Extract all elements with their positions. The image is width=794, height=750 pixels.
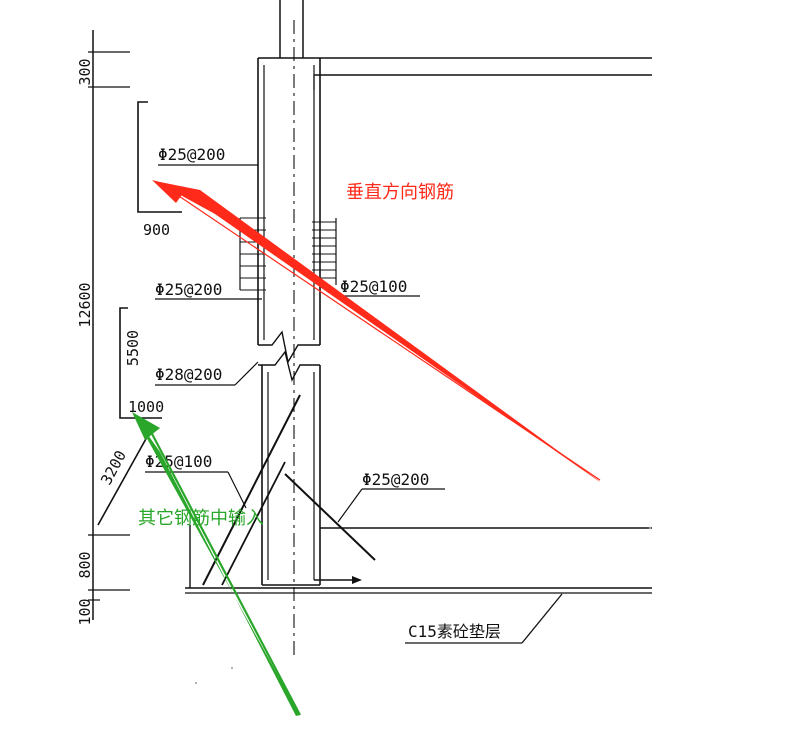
bar-length-900: 900 — [143, 221, 170, 239]
dim-100: 100 — [76, 598, 94, 625]
rebar-label-bottom-right: Φ25@200 — [362, 470, 429, 489]
rebar-leaders — [145, 164, 445, 523]
dim-300: 300 — [76, 58, 94, 85]
slab — [185, 57, 652, 594]
annotation-other-rebar: 其它钢筋中输入 — [138, 508, 264, 529]
speck — [648, 526, 652, 530]
dim-12600: 12600 — [76, 282, 94, 327]
foundation-label: C15素砼垫层 — [408, 622, 501, 641]
dim-3200: 3200 — [97, 447, 130, 487]
diagonal-bars — [202, 394, 376, 586]
rebar-label-bottom-left: Φ25@100 — [145, 452, 212, 471]
bar-shape-900: 900 — [137, 101, 182, 239]
rebar-label-top: Φ25@200 — [158, 145, 225, 164]
wall-column — [257, 0, 362, 655]
speck — [231, 667, 233, 669]
dim-800: 800 — [76, 551, 94, 578]
speck — [195, 682, 197, 684]
bar-length-5500: 5500 — [124, 330, 142, 366]
bar-length-1000: 1000 — [128, 398, 164, 416]
bar-shape-5500: 5500 1000 — [119, 307, 164, 419]
lap-splice-right — [312, 218, 337, 285]
foundation-callout: C15素砼垫层 — [405, 593, 563, 644]
rebar-label-lower-left: Φ28@200 — [155, 365, 222, 384]
dimension-chain: 300 12600 800 100 — [76, 30, 130, 626]
rebar-label-mid-left: Φ25@200 — [155, 280, 222, 299]
rebar-label-mid-right: Φ25@100 — [340, 277, 407, 296]
red-annotation-arrow — [152, 180, 601, 482]
annotation-vertical-rebar: 垂直方向钢筋 — [346, 182, 454, 203]
green-annotation-arrow — [132, 412, 301, 716]
